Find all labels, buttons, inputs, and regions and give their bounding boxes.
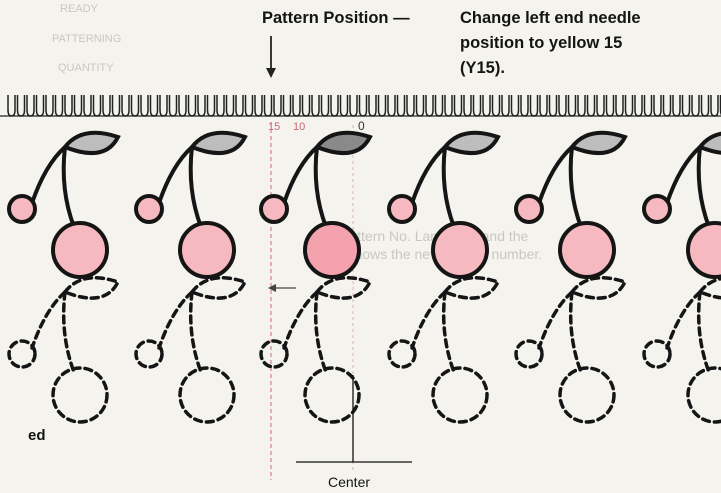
cherry-leaf: [569, 276, 628, 300]
pattern-position-label: Pattern Position —: [262, 9, 410, 27]
cherry-small-fruit: [642, 194, 672, 224]
cherry-big-fruit: [686, 221, 721, 279]
cherry-stem-small: [30, 290, 67, 350]
cherry-stem-big: [441, 290, 456, 374]
cherry-stem-big: [188, 146, 203, 228]
cherry-leaf: [441, 130, 501, 155]
cherry-big-fruit: [431, 221, 489, 279]
cherry-big-fruit: [51, 221, 109, 279]
cherry-big-fruit: [558, 366, 616, 424]
cherry-stem-big: [188, 290, 203, 374]
cherry-leaf: [568, 130, 628, 155]
ghost-quantity-label: QUANTITY: [58, 62, 114, 74]
cherry-stem-small: [410, 290, 447, 350]
cherry-leaf: [696, 131, 721, 155]
down-arrow-icon: [266, 36, 276, 78]
cherry-big-fruit: [178, 221, 236, 279]
cherry-motif-3: [387, 276, 501, 424]
cherry-stem-big: [441, 146, 456, 228]
center-marker: [296, 375, 412, 463]
cherry-stem-small: [282, 290, 319, 350]
cherry-big-fruit: [51, 366, 109, 424]
cherry-stem-big: [696, 146, 711, 228]
cherry-leaf: [697, 276, 721, 300]
cherry-motif-5: [642, 131, 721, 279]
outline-cherry-row: [7, 276, 721, 424]
cherry-motif-2: [259, 130, 373, 279]
cherry-stem-small: [665, 290, 702, 350]
cherry-stem-small: [282, 145, 319, 204]
cherry-small-fruit: [387, 339, 417, 369]
cherry-motif-4: [514, 130, 628, 279]
cherry-leaf: [313, 130, 373, 155]
cherry-stem-small: [665, 145, 702, 204]
needle-mark-zero: 0: [358, 119, 365, 133]
cherry-big-fruit: [431, 366, 489, 424]
cherry-leaf: [314, 276, 373, 300]
cherry-stem-big: [696, 290, 711, 374]
cherry-small-fruit: [134, 339, 164, 369]
cherry-stem-small: [157, 145, 194, 204]
cherry-motif-0: [7, 276, 121, 424]
cherry-motif-4: [514, 276, 628, 424]
cherry-small-fruit: [642, 339, 672, 369]
instruction-line-1: Change left end needle: [460, 9, 641, 27]
cherry-big-fruit: [303, 221, 361, 279]
cherry-stem-big: [61, 290, 76, 374]
cherry-small-fruit: [259, 339, 289, 369]
needle-loops: [7, 95, 721, 117]
cherry-stem-small: [30, 145, 67, 204]
cherry-stem-big: [568, 146, 583, 228]
cherry-small-fruit: [7, 339, 37, 369]
cherry-stem-big: [313, 290, 328, 374]
cherry-stem-small: [537, 290, 574, 350]
ghost-patterning-label: PATTERNING: [52, 33, 122, 45]
cherry-small-fruit: [514, 194, 544, 224]
cherry-leaf: [188, 130, 248, 155]
cherry-small-fruit: [387, 194, 417, 224]
cherry-leaf: [61, 130, 121, 155]
cherry-leaf: [189, 276, 248, 300]
center-label: Center: [328, 474, 371, 490]
cherry-big-fruit: [686, 366, 721, 424]
cherry-stem-big: [568, 290, 583, 374]
cherry-motif-1: [134, 276, 248, 424]
left-edge-fragment: ed: [28, 427, 46, 444]
cherry-motif-2: [259, 276, 373, 424]
cherry-big-fruit: [178, 366, 236, 424]
cherry-stem-small: [157, 290, 194, 350]
cherry-motif-1: [134, 130, 248, 279]
cherry-small-fruit: [7, 194, 37, 224]
instruction-line-2: position to yellow 15: [460, 34, 623, 52]
solid-cherry-row: [7, 130, 721, 279]
cherry-big-fruit: [303, 366, 361, 424]
cherry-small-fruit: [259, 194, 289, 224]
needle-mark-10: 10: [293, 121, 306, 133]
cherry-stem-big: [313, 146, 328, 228]
cherry-motif-0: [7, 130, 121, 279]
left-arrow-icon: [268, 284, 296, 292]
cherry-stem-small: [537, 145, 574, 204]
cherry-motif-3: [387, 130, 501, 279]
cherry-stem-small: [410, 145, 447, 204]
cherry-small-fruit: [134, 194, 164, 224]
cherry-small-fruit: [514, 339, 544, 369]
cherry-leaf: [62, 276, 121, 300]
needle-bed-comb: [0, 95, 721, 117]
ghost-ready-label: READY: [60, 3, 98, 15]
instruction-line-3: (Y15).: [460, 59, 505, 77]
cherry-stem-big: [61, 146, 76, 228]
cherry-big-fruit: [558, 221, 616, 279]
cherry-leaf: [442, 276, 501, 300]
cherry-motif-5: [642, 276, 721, 424]
